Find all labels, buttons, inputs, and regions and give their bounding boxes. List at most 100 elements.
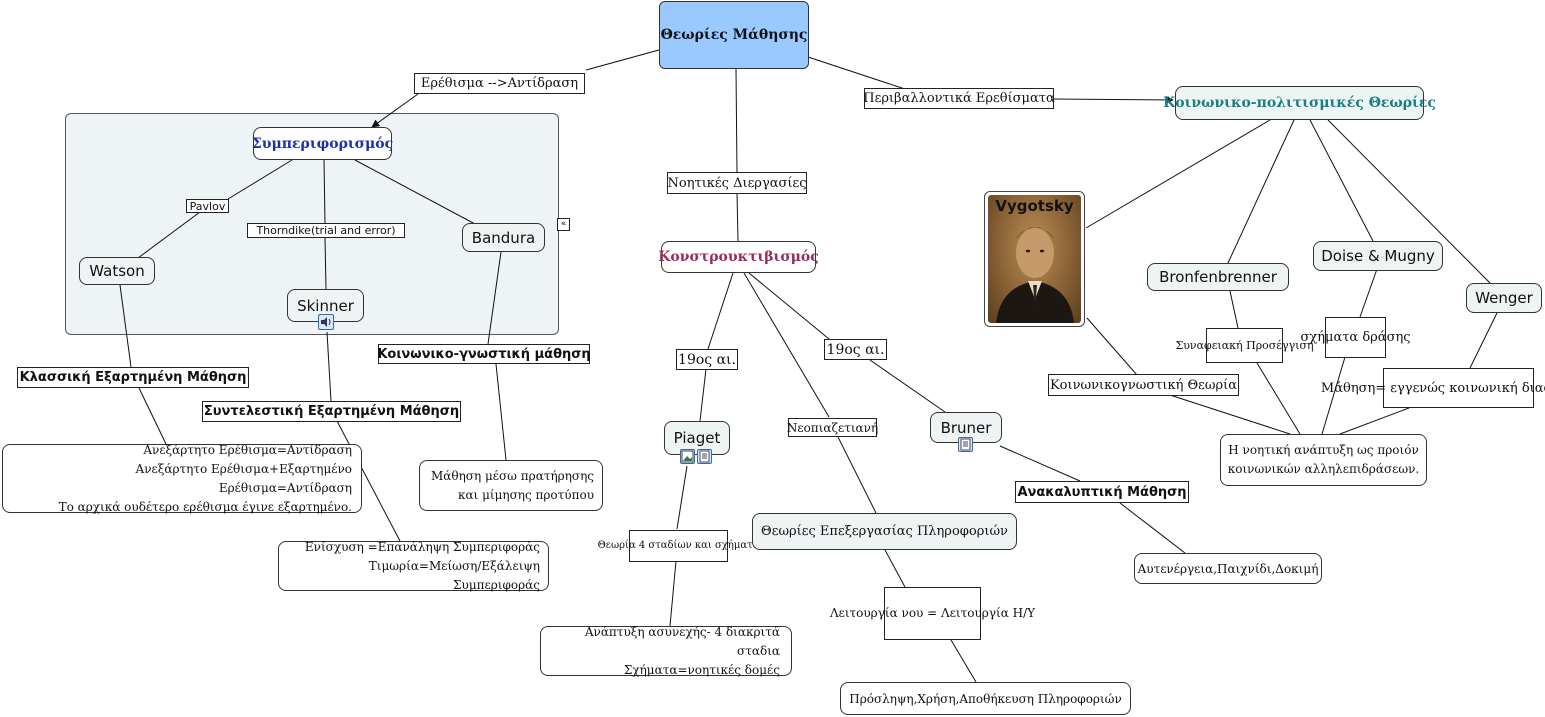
link-label-mental-processes-text: Νοητικές Διεργασίες [667,175,807,191]
link-skinner-operant [326,331,332,402]
behaviorism-label: Συμπεριφορισμός [251,135,394,152]
link-label-19th-century-bruner: 19ος αι. [824,339,887,360]
link-label-action-schemes-text: σχήματα δράσης [1300,330,1411,345]
link-label-19th-century-bruner-text: 19ος αι. [826,341,885,358]
link-label-thorndike: Thorndike(trial and error) [247,223,405,238]
note-piaget-stages-text: Ανάπτυξη ασυνεχής- 4 διακριτά σταδια Σχή… [584,624,780,677]
link-label-mental-processes: Νοητικές Διεργασίες [667,172,807,194]
link-label-discovery-learning-text: Ανακαλυπτική Μάθηση [1017,484,1187,500]
root-node[interactable]: Θεωρίες Μάθησης [659,1,809,69]
person-watson[interactable]: Watson [79,257,155,285]
note-discovery[interactable]: Αυτενέργεια,Παιχνίδι,Δοκιμή [1134,553,1322,584]
person-bronfenbrenner-label: Bronfenbrenner [1159,268,1277,286]
link-label-social-cognitive-learning-text: Κοινωνικο-γνωστική μάθηση [377,346,591,362]
speaker-icon[interactable] [318,314,334,330]
person-vygotsky-card[interactable]: Vygotsky [984,191,1085,327]
link-bronf-context [1229,290,1239,329]
note-classical-conditioning-text: Ανεξάρτητο Ερέθισμα=Αντίδραση Ανεξάρτητο… [58,442,352,514]
note-discovery-text: Αυτενέργεια,Παιχνίδι,Δοκιμή [1137,561,1319,576]
link-learning-note [1339,407,1410,435]
link-social-note [495,363,507,461]
link-vygotsky-theory [1086,317,1138,376]
note-operant-conditioning[interactable]: Ενίσχυση =Επανάληψη Συμπεριφοράς Τιμωρία… [278,540,549,592]
image-icon-glyph [681,450,694,463]
note-classical-conditioning[interactable]: Ανεξάρτητο Ερέθισμα=Αντίδραση Ανεξάρτητο… [2,443,362,514]
link-label-19th-century-piaget-text: 19ος αι. [678,351,736,368]
note-social-development-text: Η νοητική ανάπτυξη ως προιόν κοινωνικών … [1227,443,1420,476]
person-bronfenbrenner[interactable]: Bronfenbrenner [1147,263,1289,291]
link-label-social-learning: Μάθηση= εγγενώς κοινωνική διαδικασία [1321,368,1545,408]
link-label-mind-function-text: Λειτουργία νου = Λειτουργία Η/Υ [829,606,1036,620]
link-wenger-learning [1469,312,1498,369]
link-bandura [354,159,476,225]
person-wenger[interactable]: Wenger [1466,283,1542,313]
link-label-classical-conditioning: Κλασσική Εξαρτημένη Μάθηση [17,367,249,388]
note-information-operations-text: Πρόσληψη,Χρήση,Αποθήκευση Πληροφοριών [849,691,1122,706]
env-arrow [1052,95,1174,104]
behaviorism-node[interactable]: Συμπεριφορισμός [251,127,394,160]
link-label-environmental-stimuli: Περιβαλλοντικά Ερεθίσματα [863,88,1055,109]
sociocultural-node[interactable]: Κοινωνικο-πολιτισμικές Θεωρίες [1163,86,1436,120]
image-icon[interactable] [680,449,695,464]
sociocultural-label: Κοινωνικο-πολιτισμικές Θεωρίες [1163,95,1436,111]
link-label-contextual-approach: Συναφειακή Προσέγγιση [1175,328,1314,363]
link-label-pavlov: Pavlov [186,199,229,213]
link-label-operant-conditioning-text: Συντελεστική Εξαρτημένη Μάθηση [203,404,460,419]
link-label-19th-century-piaget: 19ος αι. [676,349,738,370]
link-mind-ops [950,639,977,683]
root-to-cog-link [735,68,738,174]
portrait-silhouette [996,227,1074,323]
note-modeling[interactable]: Μάθηση μέσω πρατήρησης και μίμησης προτύ… [419,460,603,511]
cog-to-construct-link [736,192,739,242]
note-icon-glyph [699,450,710,463]
behav-arrow [371,93,419,128]
root-label: Θεωρίες Μάθησης [660,27,808,43]
link-context-note [1256,362,1301,435]
link-bruner-discovery [999,445,1081,482]
person-bandura[interactable]: Bandura [462,223,545,252]
person-doise-mugny[interactable]: Doise & Mugny [1313,241,1443,271]
note-information-operations[interactable]: Πρόσληψη,Χρήση,Αποθήκευση Πληροφοριών [840,682,1131,715]
link-label-neo-piagetian-text: Νεοπιαζετιανή [786,420,879,435]
link-stages-note [669,560,677,627]
link-thorndike-b [324,237,327,290]
node-information-processing[interactable]: Θεωρίες Επεξεργασίας Πληροφοριών [752,513,1017,550]
link-pavlov-a [227,159,293,200]
link-thorndike-a [323,159,326,224]
note-social-development[interactable]: Η νοητική ανάπτυξη ως προιόν κοινωνικών … [1220,434,1427,486]
person-bandura-label: Bandura [471,228,536,247]
link-classical-note [138,387,167,445]
person-doise-mugny-label: Doise & Mugny [1321,247,1435,265]
link-socio-bronf [1227,119,1295,264]
link-label-classical-conditioning-text: Κλασσική Εξαρτημένη Μάθηση [19,370,247,385]
constructivism-node[interactable]: Κονστρουκτιβισμός [658,241,819,273]
person-watson-label: Watson [89,262,145,280]
note-icon[interactable] [958,437,973,452]
link-label-social-cognitive-theory: Κοινωνικογνωστική Θεωρία [1048,374,1239,396]
link-watson-classical [119,284,132,368]
person-bruner-label: Bruner [940,418,992,437]
link-piaget-stages [676,465,688,530]
node-information-processing-label: Θεωρίες Επεξεργασίας Πληροφοριών [761,524,1008,539]
link-label-thorndike-text: Thorndike(trial and error) [256,224,396,237]
link-label-stimulus-response-text: Ερέθισμα -->Αντίδραση [420,76,579,91]
link-label-stimulus-response: Ερέθισμα -->Αντίδραση [414,73,585,94]
note-icon[interactable] [697,449,712,464]
person-vygotsky-label: Vygotsky [995,197,1074,215]
note-operant-conditioning-text: Ενίσχυση =Επανάληψη Συμπεριφοράς Τιμωρία… [304,539,540,592]
link-label-social-learning-text: Μάθηση= εγγενώς κοινωνική διαδικασία [1320,380,1545,396]
vygotsky-portrait: Vygotsky [988,195,1081,323]
link-construct-19a [707,272,734,350]
note-piaget-stages[interactable]: Ανάπτυξη ασυνεχής- 4 διακριτά σταδια Σχή… [540,625,792,677]
person-skinner-label: Skinner [297,296,354,315]
link-doise-schemes [1359,268,1378,318]
person-skinner[interactable]: Skinner [287,289,364,322]
link-label-action-schemes: σχήματα δράσης [1300,317,1411,358]
note-modeling-text: Μάθηση μέσω πρατήρησης και μίμησης προτύ… [430,468,594,502]
link-label-discovery-learning: Ανακαλυπτική Μάθηση [1015,481,1189,503]
link-socio-doise [1309,119,1374,242]
person-piaget[interactable]: Piaget [664,421,730,455]
link-discovery-note [1119,502,1186,554]
double-chevron-left-icon[interactable]: « [557,218,570,231]
